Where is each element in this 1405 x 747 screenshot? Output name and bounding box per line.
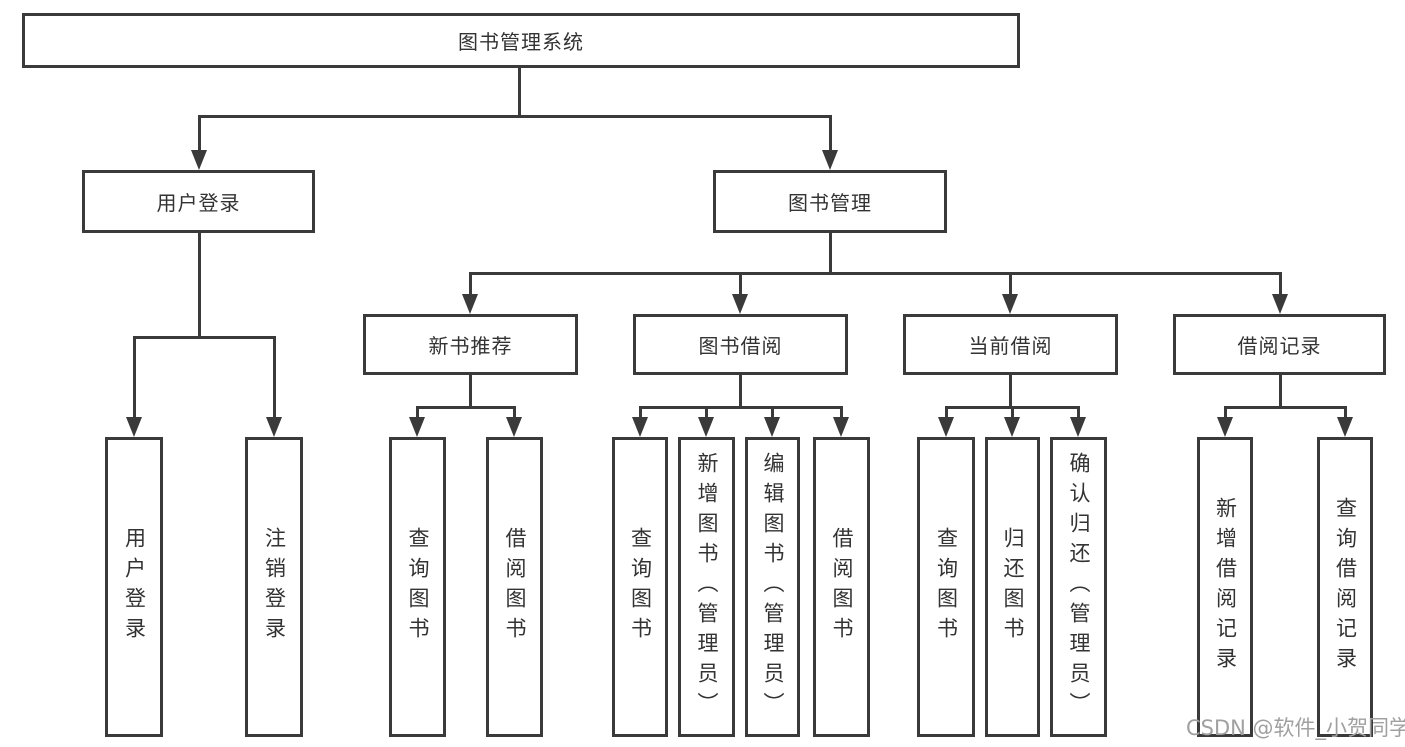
node-current-borrow-label: 当前借阅 xyxy=(968,334,1053,358)
node-leaf-currentborrow-confirm-label: 确认归还（管理员） xyxy=(1067,452,1091,722)
node-new-books-label: 新书推荐 xyxy=(428,334,513,358)
connector-arrow-shaft xyxy=(705,406,708,420)
arrow-down-icon xyxy=(1217,417,1233,437)
node-leaf-records-add-label: 新增借阅记录 xyxy=(1213,497,1238,677)
node-leaf-bookborrow-add-label: 新增图书（管理员） xyxy=(695,452,719,722)
connector-root-stub xyxy=(518,66,521,115)
arrow-down-icon xyxy=(764,417,780,437)
connector-arrow-shaft xyxy=(771,406,774,420)
node-current-borrow: 当前借阅 xyxy=(903,314,1118,375)
node-leaf-bookborrow-borrow: 借阅图书 xyxy=(813,437,870,737)
csdn-watermark: CSDN @软件_小贺同学 xyxy=(1186,716,1405,740)
node-borrow-records: 借阅记录 xyxy=(1173,314,1386,375)
connector-arrow-shaft xyxy=(945,406,948,420)
connector-arrow-shaft xyxy=(1077,406,1080,420)
connector-borrowrecords-hline xyxy=(1224,406,1346,409)
connector-arrow-shaft xyxy=(840,406,843,420)
connector-bookborrow-hline xyxy=(639,406,843,409)
connector-userlogin-hline xyxy=(133,336,275,339)
connector-userlogin-stub xyxy=(198,231,201,338)
node-leaf-bookborrow-edit-label: 编辑图书（管理员） xyxy=(761,452,785,722)
node-leaf-newbooks-borrow: 借阅图书 xyxy=(486,437,543,737)
node-leaf-newbooks-borrow-label: 借阅图书 xyxy=(503,527,527,647)
node-leaf-records-add: 新增借阅记录 xyxy=(1197,437,1253,737)
node-leaf-records-query-label: 查询借阅记录 xyxy=(1333,497,1358,677)
arrow-down-icon xyxy=(1002,294,1018,314)
node-borrow-records-label: 借阅记录 xyxy=(1237,334,1322,358)
node-user-login: 用户登录 xyxy=(82,170,315,233)
node-book-mgmt: 图书管理 xyxy=(713,170,947,233)
node-leaf-currentborrow-return-label: 归还图书 xyxy=(1001,527,1025,647)
connector-arrow-shaft xyxy=(469,272,472,296)
connector-arrow-shaft xyxy=(416,406,419,420)
node-leaf-bookborrow-add: 新增图书（管理员） xyxy=(678,437,735,737)
connector-arrow-shaft xyxy=(273,336,276,419)
arrow-down-icon xyxy=(938,417,954,437)
arrow-down-icon xyxy=(1070,417,1086,437)
arrow-down-icon xyxy=(1337,417,1353,437)
node-leaf-user-login-label: 用户登录 xyxy=(122,527,147,647)
node-book-mgmt-label: 图书管理 xyxy=(788,191,872,215)
connector-level3-hline xyxy=(469,272,1282,275)
node-user-login-label: 用户登录 xyxy=(156,191,241,215)
node-leaf-newbooks-query: 查询图书 xyxy=(389,437,446,737)
node-leaf-logout: 注销登录 xyxy=(245,437,303,737)
connector-newbooks-hline xyxy=(416,406,516,409)
node-book-borrow-label: 图书借阅 xyxy=(698,334,783,358)
arrow-down-icon xyxy=(462,294,478,314)
arrow-down-icon xyxy=(191,150,207,170)
arrow-down-icon xyxy=(126,417,142,437)
node-leaf-bookborrow-query-label: 查询图书 xyxy=(628,527,653,647)
arrow-down-icon xyxy=(1272,294,1288,314)
arrow-down-icon xyxy=(732,294,748,314)
connector-arrow-shaft xyxy=(133,336,136,419)
node-root-label: 图书管理系统 xyxy=(458,30,584,54)
connector-arrow-shaft xyxy=(829,115,832,152)
connector-borrowrecords-stub xyxy=(1279,373,1282,406)
arrow-down-icon xyxy=(266,417,282,437)
node-leaf-user-login: 用户登录 xyxy=(105,437,163,737)
arrow-down-icon xyxy=(833,417,849,437)
node-leaf-currentborrow-return: 归还图书 xyxy=(985,437,1040,737)
connector-arrow-shaft xyxy=(1224,406,1227,420)
connector-bookborrow-stub xyxy=(739,373,742,406)
arrow-down-icon xyxy=(822,150,838,170)
arrow-down-icon xyxy=(632,417,648,437)
arrow-down-icon xyxy=(409,417,425,437)
node-leaf-logout-label: 注销登录 xyxy=(262,527,287,647)
connector-arrow-shaft xyxy=(513,406,516,420)
node-leaf-bookborrow-edit: 编辑图书（管理员） xyxy=(745,437,800,737)
connector-arrow-shaft xyxy=(1011,406,1014,420)
node-leaf-currentborrow-query-label: 查询图书 xyxy=(934,527,959,647)
node-leaf-currentborrow-confirm: 确认归还（管理员） xyxy=(1050,437,1107,737)
connector-bookmgmt-stub xyxy=(829,231,832,274)
connector-arrow-shaft xyxy=(198,115,201,152)
arrow-down-icon xyxy=(698,417,714,437)
node-leaf-records-query: 查询借阅记录 xyxy=(1317,437,1373,737)
node-root: 图书管理系统 xyxy=(22,13,1020,68)
arrow-down-icon xyxy=(506,417,522,437)
connector-arrow-shaft xyxy=(739,272,742,296)
connector-newbooks-stub xyxy=(469,373,472,406)
connector-arrow-shaft xyxy=(1009,272,1012,296)
node-leaf-bookborrow-borrow-label: 借阅图书 xyxy=(830,527,854,647)
connector-level2-hline xyxy=(198,115,831,118)
arrow-down-icon xyxy=(1004,417,1020,437)
node-book-borrow: 图书借阅 xyxy=(633,314,848,375)
connector-arrow-shaft xyxy=(1279,272,1282,296)
connector-arrow-shaft xyxy=(639,406,642,420)
connector-arrow-shaft xyxy=(1344,406,1347,420)
node-leaf-newbooks-query-label: 查询图书 xyxy=(406,527,430,647)
node-leaf-currentborrow-query: 查询图书 xyxy=(917,437,975,737)
node-leaf-bookborrow-query: 查询图书 xyxy=(612,437,668,737)
node-new-books: 新书推荐 xyxy=(363,314,578,375)
connector-currentborrow-stub xyxy=(1009,373,1012,406)
